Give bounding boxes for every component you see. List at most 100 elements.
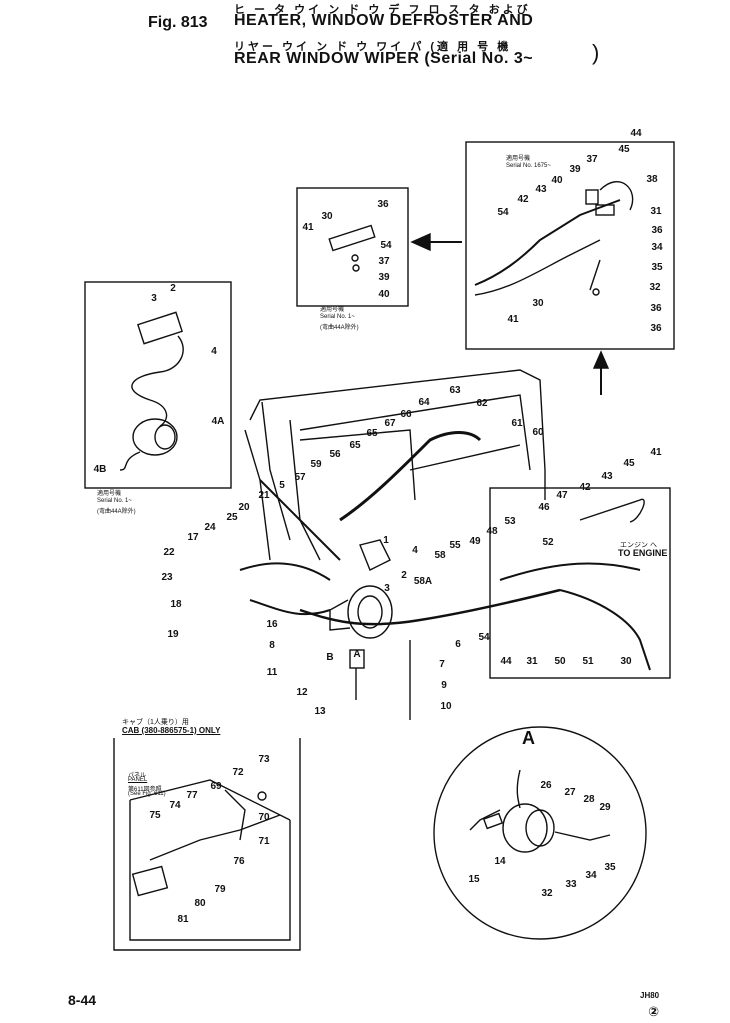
callout-75: 75	[149, 810, 161, 821]
title-line2-close: )	[592, 40, 600, 65]
callout-57: 57	[294, 472, 306, 483]
callout-7: 7	[439, 659, 445, 670]
callout-54c: 54	[478, 632, 490, 643]
callout-13: 13	[314, 706, 326, 717]
inset-frame-top-mid	[296, 187, 409, 307]
callout-11: 11	[267, 667, 278, 678]
callout-58a: 58A	[414, 576, 432, 587]
callout-67: 67	[384, 418, 396, 429]
revision-mark: ②	[648, 1004, 660, 1019]
callout-77: 77	[186, 790, 198, 801]
callout-18: 18	[170, 599, 182, 610]
callout-72: 72	[232, 767, 244, 778]
callout-4: 4	[211, 346, 217, 357]
callout-47: 47	[556, 490, 568, 501]
callout-38: 38	[646, 174, 658, 185]
callout-a-small: A	[353, 649, 360, 660]
callout-41b: 41	[302, 222, 314, 233]
title-line2-kana: リヤー ウイ ン ド ウ ワイ パ (適 用 号 機	[234, 41, 512, 53]
callout-54b: 54	[380, 240, 392, 251]
callout-37: 37	[586, 154, 598, 165]
callout-59: 59	[310, 459, 322, 470]
callout-41c: 41	[650, 447, 662, 458]
callout-36b: 36	[650, 303, 662, 314]
figure-number: Fig. 813	[148, 14, 208, 31]
callout-51: 51	[582, 656, 594, 667]
callout-15: 15	[468, 874, 480, 885]
callout-54: 54	[497, 207, 509, 218]
callout-63: 63	[449, 385, 461, 396]
left-serial-sub: (弯曲44A除外)	[97, 509, 136, 515]
callout-39b: 39	[378, 272, 390, 283]
callout-32: 32	[649, 282, 661, 293]
callout-61: 61	[511, 418, 523, 429]
callout-20: 20	[238, 502, 250, 513]
callout-16: 16	[266, 619, 278, 630]
callout-60: 60	[532, 427, 544, 438]
callout-71: 71	[258, 836, 270, 847]
callout-44: 44	[630, 128, 642, 139]
callout-48: 48	[486, 526, 498, 537]
callout-17: 17	[187, 532, 199, 543]
title-line2: REAR WINDOW WIPER (Serial No. 3~	[234, 50, 534, 67]
callout-40b: 40	[378, 289, 390, 300]
callout-34: 34	[651, 242, 663, 253]
callout-40: 40	[551, 175, 563, 186]
callout-41: 41	[507, 314, 519, 325]
callout-30: 30	[532, 298, 544, 309]
callout-65b: 65	[349, 440, 361, 451]
callout-37b: 37	[378, 256, 390, 267]
panel-label: PANEL	[128, 777, 148, 783]
callout-31b: 31	[526, 656, 538, 667]
inset-frame-top-right	[465, 141, 675, 350]
callout-69: 69	[210, 781, 222, 792]
callout-3b: 3	[384, 583, 390, 594]
title-line1: HEATER, WINDOW DEFROSTER AND	[234, 12, 534, 29]
panel-ref: (See Fig. 611)	[128, 791, 166, 797]
callout-23: 23	[161, 572, 173, 583]
callout-80: 80	[194, 898, 206, 909]
callout-b: B	[326, 652, 333, 663]
callout-43: 43	[535, 184, 547, 195]
callout-6: 6	[455, 639, 461, 650]
panel-ref-jp: 第611図参照	[128, 787, 162, 793]
callout-36a: 36	[651, 225, 663, 236]
detail-a-label: A	[522, 728, 535, 748]
callout-53: 53	[504, 516, 516, 527]
detail-circle-a	[433, 726, 647, 940]
callout-30b: 30	[321, 211, 333, 222]
panel-label-jp: パネル	[128, 773, 147, 779]
callout-76: 76	[233, 856, 245, 867]
callout-36c: 36	[650, 323, 662, 334]
callout-50: 50	[554, 656, 566, 667]
left-serial-note: 適用号機 Serial No. 1~	[97, 491, 132, 504]
inset-frame-right	[489, 487, 671, 679]
top-mid-serial-note: 適用号機 Serial No. 1~	[320, 307, 355, 320]
callout-1: 1	[383, 535, 389, 546]
callout-2b: 2	[401, 570, 407, 581]
stamp-code: JH80	[640, 991, 660, 1000]
inset-frame-left	[84, 281, 232, 489]
callout-35b: 35	[604, 862, 616, 873]
top-mid-serial-sub: (弯曲44A除外)	[320, 325, 359, 331]
page-number: 8-44	[68, 992, 97, 1008]
callout-22: 22	[163, 547, 175, 558]
callout-8: 8	[269, 640, 275, 651]
callout-2: 2	[170, 283, 176, 294]
callout-74: 74	[169, 800, 181, 811]
callout-46: 46	[538, 502, 550, 513]
callout-34b: 34	[585, 870, 597, 881]
engine-label: TO ENGINE	[618, 548, 668, 558]
callout-24: 24	[204, 522, 216, 533]
callout-73: 73	[258, 754, 270, 765]
cab-note: CAB (380-886575-1) ONLY	[122, 726, 221, 735]
callout-26: 26	[540, 780, 552, 791]
callout-79: 79	[214, 884, 226, 895]
callout-4c: 4	[412, 545, 418, 556]
callout-55: 55	[449, 540, 461, 551]
callout-56: 56	[329, 449, 341, 460]
callout-62: 62	[476, 398, 488, 409]
callout-28: 28	[583, 794, 595, 805]
